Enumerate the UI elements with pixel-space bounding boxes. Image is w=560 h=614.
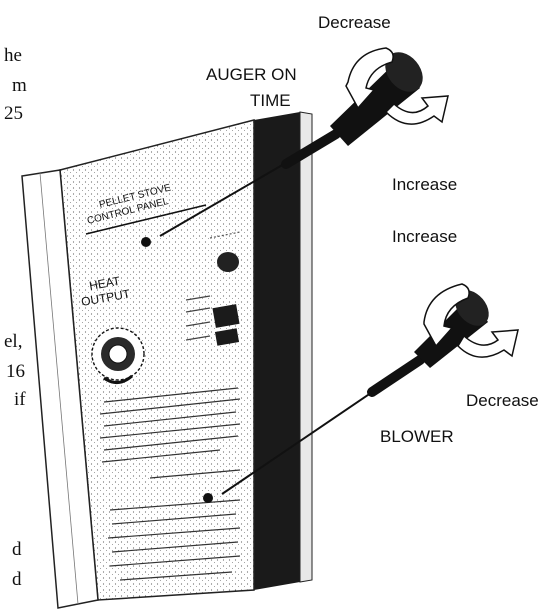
blower-increase-label: Increase <box>392 228 457 245</box>
panel-side-light <box>300 112 312 582</box>
auger-on-time-label-line2: TIME <box>250 92 291 109</box>
blower-adjust-hole <box>203 493 213 503</box>
blower-decrease-label: Decrease <box>466 392 539 409</box>
auger-increase-label: Increase <box>392 176 457 193</box>
auger-decrease-label: Decrease <box>318 14 391 31</box>
blower-label: BLOWER <box>380 428 454 445</box>
small-knob <box>217 252 239 272</box>
panel-side-dark <box>254 112 300 590</box>
auger-adjust-hole <box>141 237 151 247</box>
switch-block <box>212 304 239 328</box>
auger-on-time-label-line1: AUGER ON <box>206 66 297 83</box>
